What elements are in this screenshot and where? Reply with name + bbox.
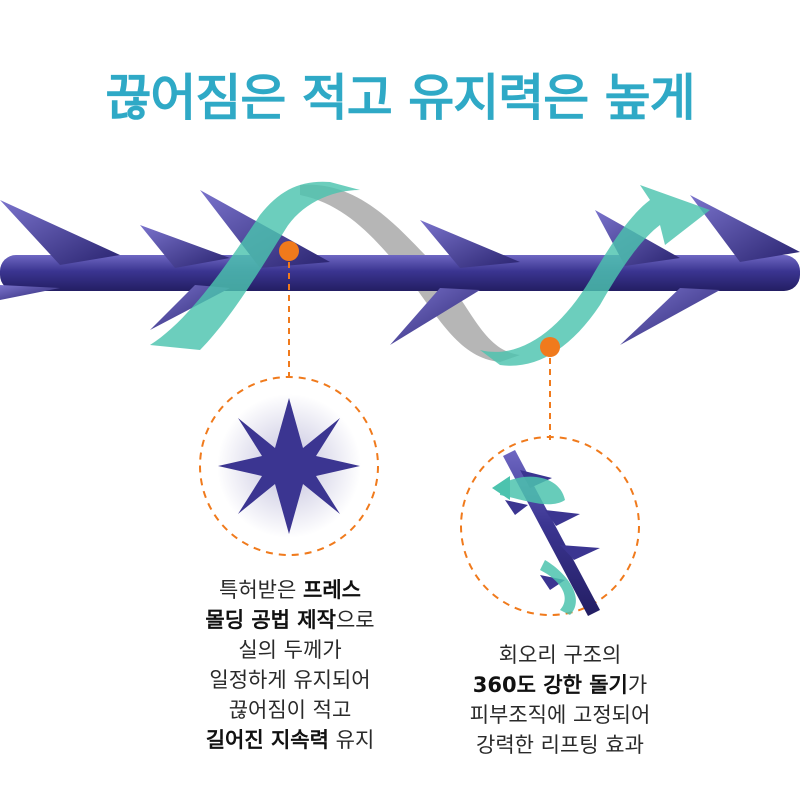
marker-spiral	[540, 337, 560, 357]
cross-section-caption: 특허받은 프레스 몰딩 공법 제작으로 실의 두께가 일정하게 유지되어 끊어짐…	[140, 575, 440, 755]
caption-line: 끊어짐이 적고	[228, 698, 352, 722]
caption-line: 길어진 지속력 유지	[140, 725, 440, 755]
caption-line: 특허받은 프레스	[140, 575, 440, 605]
caption-line: 일정하게 유지되어	[209, 668, 371, 692]
caption-line: 360도 강한 돌기가	[410, 670, 710, 700]
spiral-front-strand	[150, 181, 710, 366]
spiral-caption: 회오리 구조의 360도 강한 돌기가 피부조직에 고정되어 강력한 리프팅 효…	[410, 640, 710, 760]
caption-text: 유지	[328, 728, 375, 752]
caption-line: 회오리 구조의	[498, 643, 622, 667]
caption-text: 으로	[335, 608, 375, 632]
caption-line: 피부조직에 고정되어	[469, 703, 651, 727]
caption-bold-text: 프레스	[303, 578, 361, 602]
caption-bold-text: 몰딩 공법 제작	[205, 608, 336, 632]
caption-line: 강력한 리프팅 효과	[476, 733, 644, 757]
caption-text: 가	[627, 673, 648, 697]
caption-bold-text: 길어진 지속력	[205, 728, 329, 752]
caption-line: 실의 두께가	[238, 638, 342, 662]
caption-bold-text: 360도 강한 돌기	[472, 673, 628, 697]
spiral-detail-callout	[460, 436, 640, 616]
cross-section-callout	[199, 376, 379, 556]
page-title: 끊어짐은 적고 유지력은 높게	[105, 69, 695, 127]
eight-point-star-icon	[217, 394, 361, 538]
leader-lines	[279, 241, 560, 440]
marker-cross-section	[279, 241, 299, 261]
caption-line: 몰딩 공법 제작으로	[140, 605, 440, 635]
caption-text: 특허받은	[219, 578, 303, 602]
spiral-thread-icon	[492, 450, 600, 616]
